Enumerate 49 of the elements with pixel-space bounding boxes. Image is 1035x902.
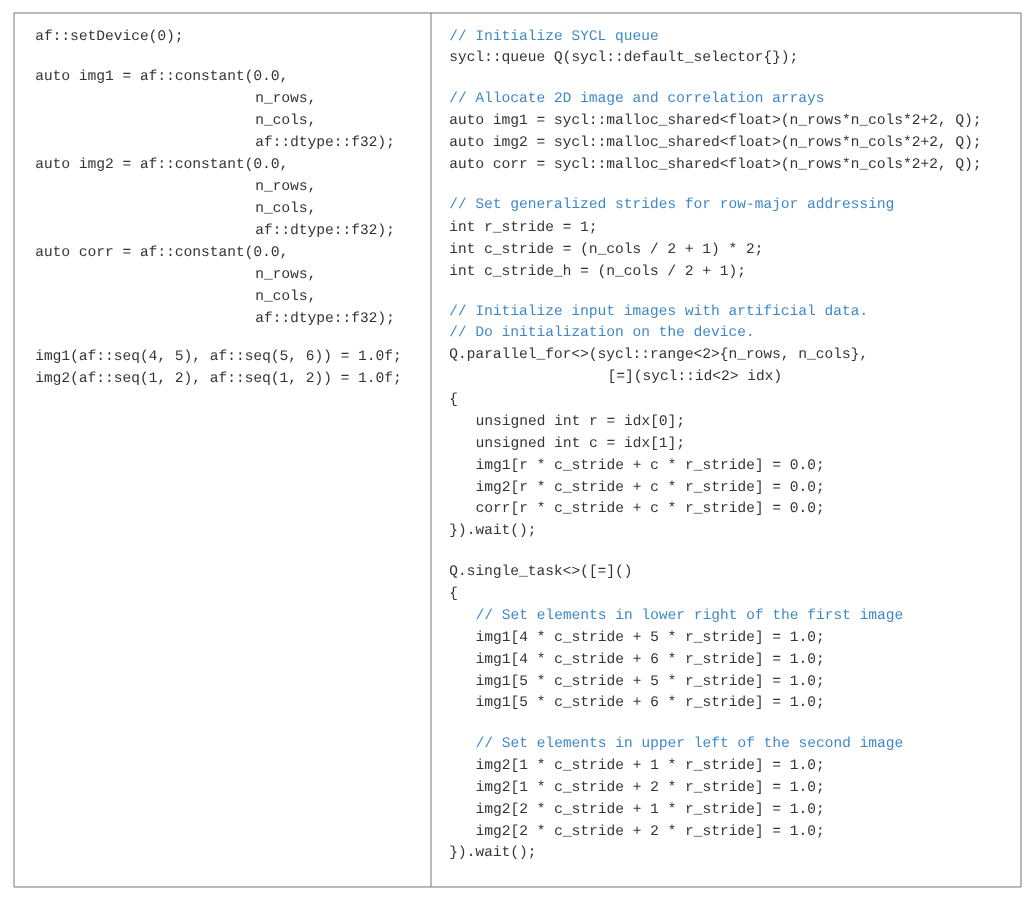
code-line: auto corr = af::constant(0.0, xyxy=(36,245,285,259)
code-line: af::dtype::f32); xyxy=(256,135,392,149)
code-line: Q.parallel_for<>(sycl::range<2>{n_rows, n_cols}, xyxy=(449,347,865,361)
code-line: img2[1 * c_stride + 1 * r_stride] = 1.0; xyxy=(476,758,822,772)
code-line: // Do initialization on the device. xyxy=(450,325,752,337)
code-line: af::dtype::f32); xyxy=(256,223,392,237)
code-line: img2(af::seq(1, 2), af::seq(1, 2)) = 1.0f; xyxy=(36,371,399,385)
code-line: Q.single_task<>([=]() xyxy=(449,564,631,578)
code-line: af::setDevice(0); xyxy=(36,29,181,43)
code-line: unsigned int c = idx[1]; xyxy=(476,436,682,450)
code-line: n_rows, xyxy=(256,270,313,281)
code-line: img1[r * c_stride + c * r_stride] = 0.0; xyxy=(476,458,822,472)
code-line: }).wait(); xyxy=(450,845,534,859)
code-line: { xyxy=(450,586,457,600)
code-line: auto corr = sycl::malloc_shared<float>(n_rows*n_cols*2+2, Q); xyxy=(450,157,979,171)
code-line: auto img1 = af::constant(0.0, xyxy=(36,69,285,83)
code-line: img2[r * c_stride + c * r_stride] = 0.0; xyxy=(476,480,822,494)
code-line: // Allocate 2D image and correlation arrays xyxy=(450,91,824,105)
code-line: n_rows, xyxy=(256,182,313,193)
code-line: // Set elements in upper left of the second image xyxy=(476,736,903,750)
code-line: img2[2 * c_stride + 1 * r_stride] = 1.0; xyxy=(476,802,822,816)
code-line: n_cols, xyxy=(256,113,313,127)
code-line: n_rows, xyxy=(256,94,313,105)
code-line: auto img1 = sycl::malloc_shared<float>(n_rows*n_cols*2+2, Q); xyxy=(450,113,979,127)
code-line: int r_stride = 1; xyxy=(450,220,595,234)
code-line: auto img2 = sycl::malloc_shared<float>(n_rows*n_cols*2+2, Q); xyxy=(450,135,979,149)
code-line: img1[5 * c_stride + 5 * r_stride] = 1.0; xyxy=(476,674,822,688)
code-line: int c_stride_h = (n_cols / 2 + 1); xyxy=(450,264,743,278)
code-line: unsigned int r = idx[0]; xyxy=(476,414,682,428)
code-line: // Set generalized strides for row-major addressing xyxy=(450,197,894,211)
code-line: n_cols, xyxy=(256,289,313,303)
code-line: n_cols, xyxy=(256,201,313,215)
code-line: // Initialize SYCL queue xyxy=(450,29,658,43)
code-line: int c_stride = (n_cols / 2 + 1) * 2; xyxy=(450,242,761,256)
code-line: { xyxy=(450,392,457,406)
code-line: af::dtype::f32); xyxy=(256,311,392,325)
code-line: }).wait(); xyxy=(450,523,534,537)
code-line: img1[4 * c_stride + 5 * r_stride] = 1.0; xyxy=(476,630,822,644)
code-line: img1(af::seq(4, 5), af::seq(5, 6)) = 1.0f; xyxy=(36,349,399,363)
code-line: auto img2 = af::constant(0.0, xyxy=(36,157,285,171)
code-line: corr[r * c_stride + c * r_stride] = 0.0; xyxy=(476,501,822,515)
code-line: img2[2 * c_stride + 2 * r_stride] = 1.0; xyxy=(476,824,822,838)
code-line: [=](sycl::id<2> idx) xyxy=(610,369,780,383)
code-line: sycl::queue Q(sycl::default_selector{}); xyxy=(450,50,796,64)
code-line: img2[1 * c_stride + 2 * r_stride] = 1.0; xyxy=(476,780,822,794)
code-line: // Initialize input images with artificial data. xyxy=(450,304,865,318)
code-line: img1[5 * c_stride + 6 * r_stride] = 1.0; xyxy=(476,695,822,709)
code-line: // Set elements in lower right of the first image xyxy=(476,608,903,622)
code-line: img1[4 * c_stride + 6 * r_stride] = 1.0; xyxy=(476,652,822,666)
